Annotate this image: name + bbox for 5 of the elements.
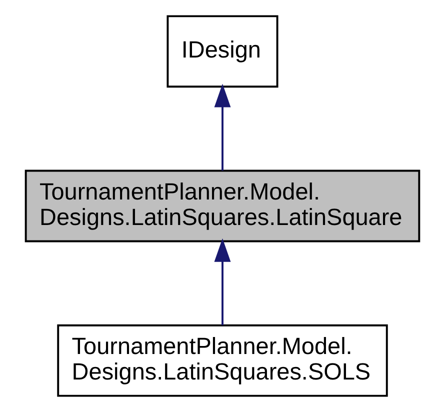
arrow [214,84,231,171]
node-box: TournamentPlanner.Model. Designs.LatinSquares.LatinSquare [24,170,420,242]
node-box: TournamentPlanner.Model. Designs.LatinSquares.SOLS [57,324,388,397]
arrow [214,238,231,326]
node-box: IDesign [166,15,278,88]
